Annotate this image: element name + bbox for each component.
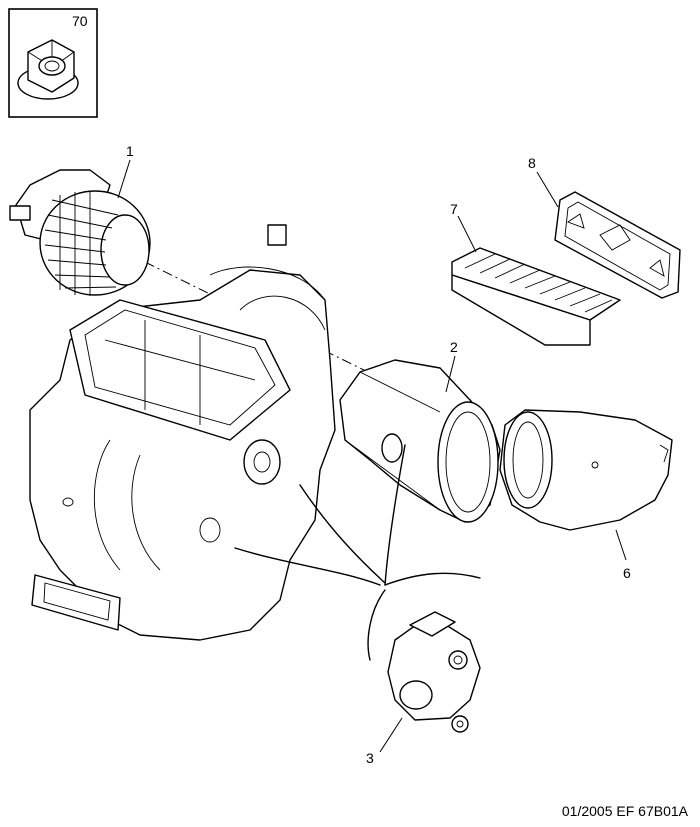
assembly-axis-line: [144, 261, 381, 379]
callout-label-2: 2: [450, 339, 458, 355]
document-reference: 01/2005 EF 67B01A: [561, 803, 688, 819]
callout-7: 7: [450, 201, 477, 253]
filter-cover-plate-icon: [554, 191, 681, 299]
inset-box: 70: [8, 8, 98, 118]
blower-fan-icon: [9, 169, 151, 296]
callout-6: 6: [615, 529, 631, 581]
callout-1: 1: [117, 143, 134, 199]
air-intake-duct-icon: [339, 359, 501, 523]
callout-3: 3: [366, 717, 403, 766]
callout-label-8: 8: [528, 155, 536, 171]
callout-label-7: 7: [450, 201, 458, 217]
cabin-filter-icon: [451, 247, 621, 346]
callout-label-6: 6: [623, 565, 631, 581]
heater-housing-icon: [29, 224, 336, 641]
flap-actuator-icon: [387, 611, 481, 733]
callout-label-1: 1: [126, 143, 134, 159]
callout-8: 8: [528, 155, 559, 208]
callout-2: 2: [445, 339, 458, 393]
air-inlet-cover-icon: [499, 409, 673, 531]
flange-nut-icon: [17, 39, 79, 100]
inset-label: 70: [72, 13, 88, 29]
callout-label-3: 3: [366, 750, 374, 766]
